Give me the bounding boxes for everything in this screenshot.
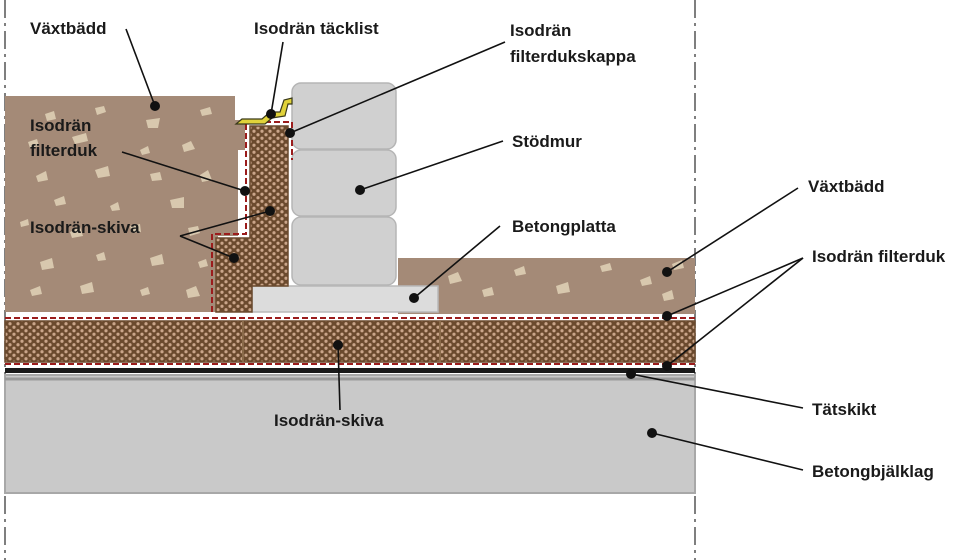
label-skiva-left: Isodrän-skiva bbox=[30, 218, 140, 237]
label-stodmur: Stödmur bbox=[512, 132, 582, 151]
wall-block-1 bbox=[291, 82, 397, 150]
leader-lines bbox=[121, 28, 804, 471]
soil-bed-right-lower bbox=[398, 306, 695, 314]
label-filterduk-left-line1: Isodrän bbox=[30, 116, 91, 135]
label-filterdukskappa-line2: filterdukskappa bbox=[510, 47, 636, 66]
retaining-wall bbox=[291, 82, 397, 286]
drain-board-bottom bbox=[4, 320, 696, 363]
label-filterduk-right: Isodrän filterduk bbox=[812, 247, 946, 266]
label-filterdukskappa-line1: Isodrän bbox=[510, 21, 571, 40]
filter-fabric-vertical bbox=[211, 121, 293, 312]
drain-board-upper bbox=[249, 125, 289, 287]
leader-dots bbox=[150, 101, 672, 438]
label-tatskikt: Tätskikt bbox=[812, 400, 877, 419]
labels: Växtbädd Isodrän täcklist Isodrän filter… bbox=[30, 19, 946, 481]
soil-stones-left bbox=[20, 106, 212, 298]
concrete-slab bbox=[4, 374, 696, 494]
membrane-layer bbox=[5, 368, 695, 373]
wall-block-3 bbox=[291, 216, 397, 286]
wall-block-2 bbox=[291, 149, 397, 217]
label-filterduk-left-line2: filterduk bbox=[30, 141, 98, 160]
label-betongplatta: Betongplatta bbox=[512, 217, 616, 236]
soil-bed-right bbox=[398, 258, 695, 312]
label-vaxtbadd-left: Växtbädd bbox=[30, 19, 107, 38]
cover-strip bbox=[234, 97, 293, 125]
label-skiva-bottom: Isodrän-skiva bbox=[274, 411, 384, 430]
label-vaxtbadd-right: Växtbädd bbox=[808, 177, 885, 196]
label-betongbjalklag: Betongbjälklag bbox=[812, 462, 934, 481]
label-tacklist: Isodrän täcklist bbox=[254, 19, 379, 38]
drain-board-lower bbox=[215, 237, 253, 313]
drain-board-vertical bbox=[215, 125, 289, 313]
